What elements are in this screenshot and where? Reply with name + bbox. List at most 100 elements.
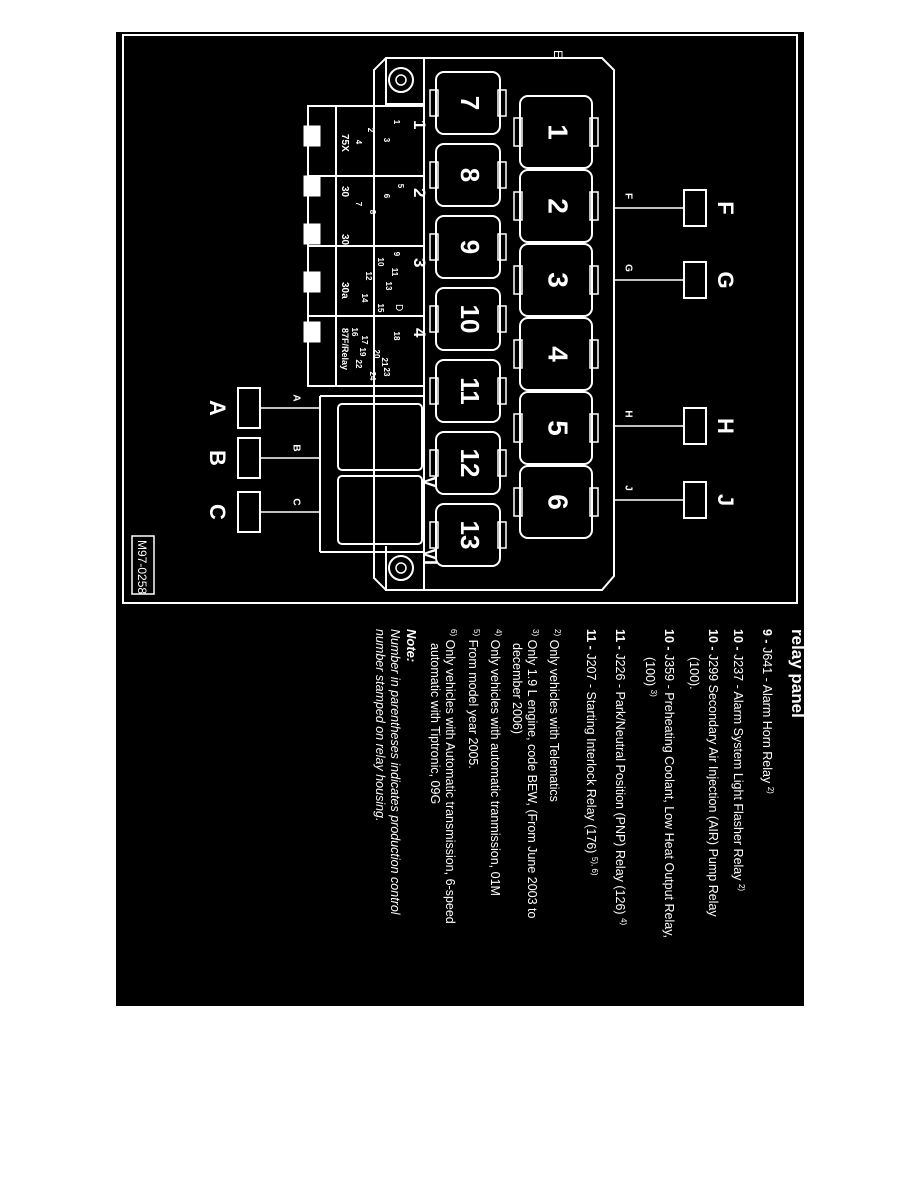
connector-label: C xyxy=(205,504,230,520)
connector-plug xyxy=(683,481,707,519)
footnote-text: Only vehicles with Telematics xyxy=(546,636,561,802)
socket-label-1: 1 xyxy=(410,120,429,129)
connector-plug xyxy=(683,407,707,445)
relay-entry-list: 9 - J641 - Alarm Horn Relay 2) 10 - J237 … xyxy=(583,629,778,949)
pin-number: 2 xyxy=(366,128,375,133)
relay-entry: 10 - J237 - Alarm System Light Flasher R… xyxy=(730,629,749,949)
pin-number: 9 xyxy=(392,252,401,257)
connector-plug xyxy=(683,189,707,227)
entry-description: - Starting Interlock Relay (176) xyxy=(584,683,599,857)
entry-number: 9 - xyxy=(759,629,774,648)
terminal-stud xyxy=(303,321,321,343)
entry-code: J237 xyxy=(730,654,745,685)
fuse-holder-label-v: V xyxy=(420,476,440,488)
fuse-holder-label-vi: VI xyxy=(420,548,440,565)
entry-number: 10 - xyxy=(705,629,720,655)
small-relay-slot xyxy=(435,431,501,495)
small-relay-slot xyxy=(435,143,501,207)
connector-label: B xyxy=(205,450,230,466)
relay-entry: 9 - J641 - Alarm Horn Relay 2) xyxy=(759,629,778,949)
pin-number: 4 xyxy=(354,140,363,145)
connector-plug xyxy=(237,491,261,533)
connector-label: J xyxy=(713,494,738,506)
pin-number: 7 xyxy=(354,202,363,207)
large-relay-label: 4 xyxy=(543,346,574,362)
footnote: 2) Only vehicles with Telematics xyxy=(546,629,565,949)
connector-mark: A xyxy=(290,394,301,401)
connector-label: G xyxy=(713,271,738,288)
small-relay-label: 11 xyxy=(455,377,485,405)
connector-mark: J xyxy=(622,485,633,491)
small-relay-label: 12 xyxy=(455,449,485,478)
terminal-stud xyxy=(303,175,321,197)
large-relay-label: 3 xyxy=(543,272,574,288)
connector-label: A xyxy=(205,400,230,416)
small-relay-label: 10 xyxy=(455,305,485,334)
terminal-stud xyxy=(303,125,321,147)
pin-label-d: D xyxy=(393,304,404,311)
relay-entry: 11 - J226 - Park/Neutral Position (PNP) … xyxy=(612,629,631,949)
rotated-text-column: Relay arrangements on thirteen position … xyxy=(201,629,851,949)
entry-description: - Alarm System Light Flasher Relay xyxy=(730,684,745,884)
pin-number: 18 xyxy=(392,332,401,341)
bolt-group xyxy=(303,67,414,581)
entry-footnote-ref: 3) xyxy=(648,689,658,697)
fuse-holder-v xyxy=(337,403,423,471)
fuse-block-outline xyxy=(307,105,425,387)
footnote: 3) Only 1.9 L engine, code BEW, (From Ju… xyxy=(509,629,543,949)
upper-mount-tab xyxy=(385,58,425,105)
entry-code: J299 xyxy=(705,654,720,685)
mount-bolt xyxy=(388,67,414,93)
entry-footnote-ref: 5), 6) xyxy=(590,856,600,876)
connector-plug xyxy=(237,437,261,479)
large-relay-label: 1 xyxy=(543,124,574,140)
entry-footnote-ref: 2) xyxy=(736,883,746,892)
fuse-holder-vi xyxy=(337,475,423,545)
pin-number: 5 xyxy=(396,184,405,189)
entry-number: 10 - xyxy=(730,629,745,655)
pin-number: 12 xyxy=(364,272,373,281)
relay-entry: 10 - J359 - Preheating Coolant, Low Heat… xyxy=(641,629,675,949)
footnote-text: Only vehicles with Automatic transmissio… xyxy=(428,636,458,924)
terminal-label-30a: 30 xyxy=(339,186,350,198)
terminal-stud xyxy=(303,223,321,245)
housing-outline xyxy=(373,57,615,591)
entry-footnote-ref: 4) xyxy=(619,918,629,926)
footnote: 5) From model year 2005. xyxy=(464,629,483,949)
large-relay-label: 5 xyxy=(543,420,574,436)
small-relay-slot xyxy=(435,287,501,351)
relay-entry: 10 - J299 Secondary Air Injection (AIR) … xyxy=(686,629,720,949)
footnote-text: From model year 2005. xyxy=(465,636,480,769)
entry-number: 11 - xyxy=(613,629,628,654)
pin-number: 20 xyxy=(372,350,381,359)
footnote: 6) Only vehicles with Automatic transmis… xyxy=(427,629,461,949)
entry-description: - Alarm Horn Relay xyxy=(759,677,774,787)
connector-mark: C xyxy=(290,498,301,505)
connector-label: H xyxy=(713,418,738,434)
small-relay-label: 8 xyxy=(455,168,485,182)
pin-number: 11 xyxy=(390,268,399,277)
pin-number: 15 xyxy=(376,304,385,313)
socket-label-4: 4 xyxy=(410,328,429,338)
connector-plug xyxy=(683,261,707,299)
footnote-text: Only 1.9 L engine, code BEW, (From June … xyxy=(509,636,539,919)
large-relay-slot xyxy=(519,169,593,243)
mount-bolt xyxy=(388,555,414,581)
large-relay-slot xyxy=(519,391,593,465)
section-heading: Relay arrangements on thirteen position … xyxy=(788,629,845,921)
socket-label-3: 3 xyxy=(410,258,429,267)
pin-number: 17 xyxy=(360,336,369,345)
large-relay-slot xyxy=(519,95,593,169)
small-relay-slot xyxy=(435,71,501,135)
terminal-label-30b: 30 xyxy=(339,234,350,246)
terminal-label-87f: 87F/Relay xyxy=(340,328,350,370)
diagram-code: M97-0258 xyxy=(135,540,149,594)
terminal-label-30a-fuse: 30a xyxy=(339,282,350,299)
small-relay-slot xyxy=(435,359,501,423)
entry-code: J207 xyxy=(584,653,599,684)
connector-mark: H xyxy=(622,410,633,417)
entry-code: J226 xyxy=(613,653,628,684)
